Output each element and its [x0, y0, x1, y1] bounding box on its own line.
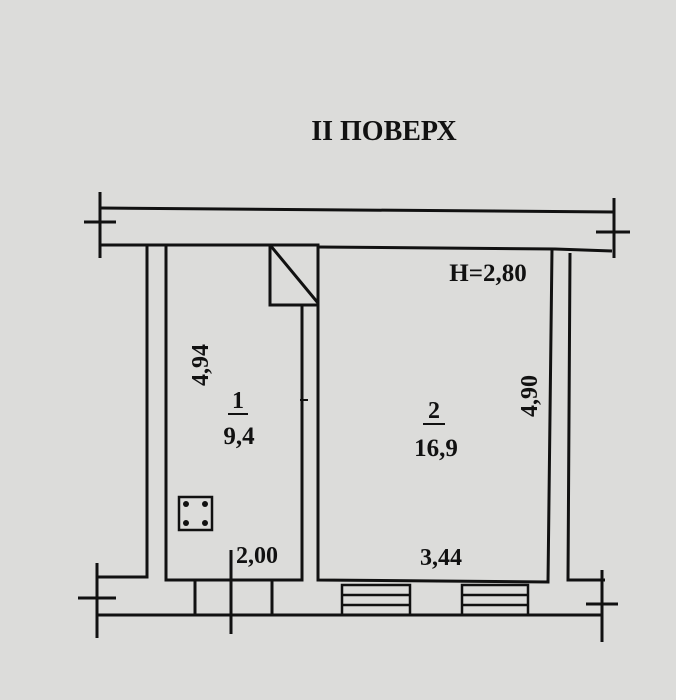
- radiator-left: [340, 583, 412, 617]
- room-2-area: 16,9: [414, 435, 458, 462]
- radiator-blocks: [340, 583, 530, 617]
- tick-bottom-right: [586, 570, 618, 642]
- room-2-width: 3,44: [420, 545, 462, 571]
- room-1-walls: [164, 245, 304, 582]
- room-1-area: 9,4: [223, 423, 255, 450]
- top-outer-wall: [99, 206, 615, 214]
- room-2-number: 2: [428, 398, 440, 424]
- tick-top-right: [596, 198, 630, 258]
- window-room-1: [193, 580, 274, 615]
- floor-title: II ПОВЕРХ: [311, 116, 457, 147]
- chimney-diagonal: [268, 244, 320, 304]
- radiator-right: [460, 583, 530, 617]
- left-outer-wall: [97, 245, 149, 579]
- room-1-length: 4,94: [188, 344, 214, 386]
- room-1-width: 2,00: [236, 543, 278, 569]
- ceiling-height-label: H=2,80: [449, 260, 526, 287]
- room-1-number: 1: [232, 388, 244, 414]
- room-2-length: 4,90: [517, 375, 543, 417]
- stove-icon: [177, 495, 214, 532]
- room-2-walls: [316, 247, 554, 584]
- top-inner-wall-right: [317, 245, 613, 253]
- walls: [78, 192, 630, 642]
- right-outer-wall: [566, 252, 605, 582]
- tick-bottom-left: [78, 563, 116, 638]
- tick-top-left: [84, 192, 116, 258]
